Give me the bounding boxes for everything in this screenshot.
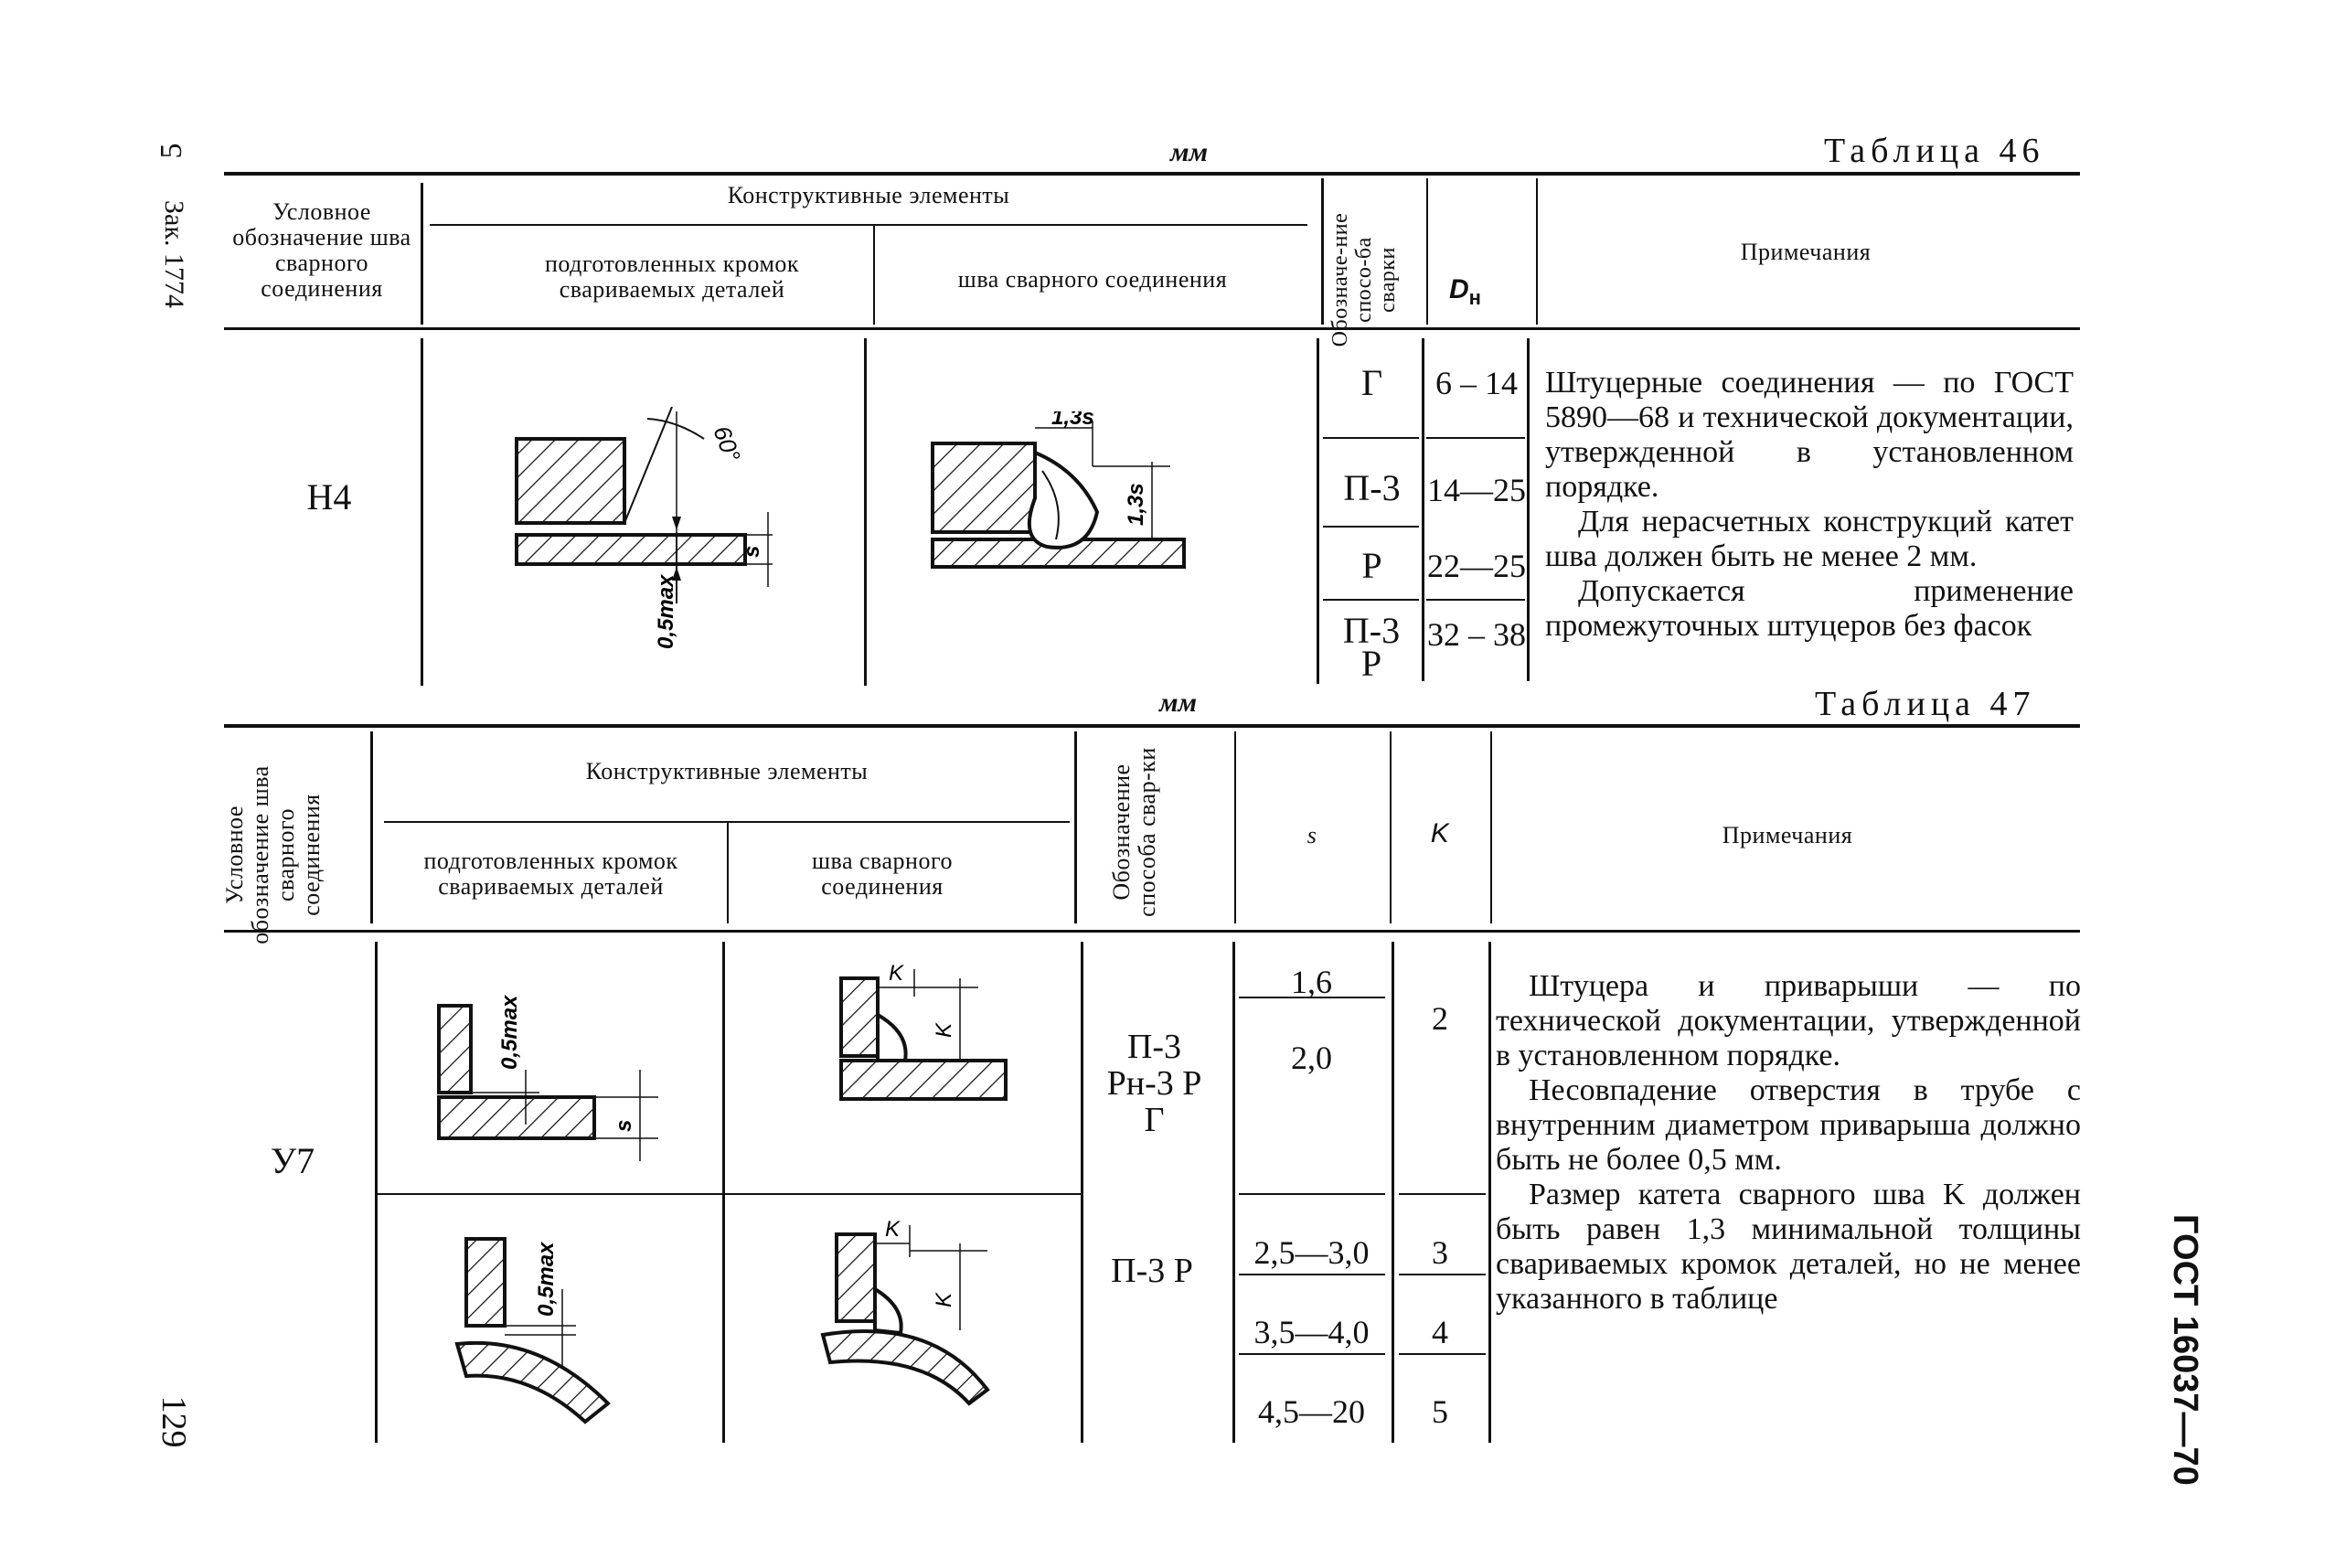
table47-header-prepared: подготовленных кромок свариваемых детале…: [423, 848, 678, 900]
angle-label: 60°: [708, 422, 746, 465]
table47-weld-curved-figure: K K: [820, 1217, 990, 1406]
table46-dn-4: 32 – 38: [1427, 616, 1526, 653]
table46-designation: Н4: [306, 476, 352, 517]
table46-header-dn: Dн: [1449, 274, 1481, 310]
standard-number: ГОСТ 16037—70: [2166, 1214, 2204, 1486]
table47-notes: Штуцера и приварыши — по технической док…: [1496, 969, 2081, 1317]
thickness-label: s: [612, 1120, 636, 1132]
table47-header-k: K: [1430, 818, 1450, 848]
table47-k-1: 2: [1432, 1000, 1448, 1037]
table47-k-3: 4: [1432, 1314, 1448, 1350]
table47-prepared-flat-figure: 0,5max s: [437, 994, 658, 1161]
table46-dn-2: 14—25: [1427, 472, 1526, 508]
table46-unit: мм: [1170, 137, 1209, 167]
table47-header-weld: шва сварного соединения: [812, 848, 953, 900]
table47-unit: мм: [1159, 688, 1198, 718]
table47-header-notes: Примечания: [1722, 822, 1853, 848]
table47-header-method: Обозначение способа свар-ки: [1108, 747, 1160, 917]
table47-s-5: 4,5—20: [1258, 1393, 1365, 1430]
leg-label-side: 1,3s: [1124, 483, 1148, 526]
table46-weld-figure: 1,3s 1,3s: [931, 411, 1186, 569]
table47-methods-bottom: П-3 Р: [1111, 1252, 1193, 1290]
dn-subscript: н: [1468, 286, 1481, 309]
table47-note-2: Несовпадение отверстия в трубе с внутрен…: [1496, 1073, 2081, 1177]
table47-weld-flat-figure: K K: [839, 961, 1008, 1101]
table47-header-s: s: [1306, 822, 1317, 848]
table46-method-4: П-3 Р: [1342, 610, 1401, 684]
leg-label-top: K: [885, 1217, 901, 1242]
table47-s-1: 1,6: [1291, 964, 1332, 1000]
margin-sheet-number: 5: [155, 143, 188, 159]
gap-label: 0,5max: [497, 994, 522, 1070]
table46-note-2: Для нерасчетных конструкций катет шва до…: [1545, 505, 2074, 573]
table46-note-3: Допускается применение промежуточных шту…: [1545, 574, 2074, 643]
leg-label-side: K: [932, 1022, 956, 1038]
gap-label: 0,5max: [654, 573, 678, 649]
table46-dn-3: 22—25: [1427, 548, 1526, 584]
table47-s-4: 3,5—4,0: [1253, 1314, 1370, 1350]
dn-symbol: D: [1449, 274, 1469, 304]
table46-method-2: П-3: [1343, 467, 1401, 508]
table46-method-1: Г: [1360, 362, 1383, 403]
table47-designation: У7: [270, 1140, 315, 1181]
table46-header-notes: Примечания: [1740, 239, 1872, 265]
thickness-label: s: [740, 546, 764, 558]
table46-header-weld: шва сварного соединения: [957, 266, 1228, 293]
margin-order-number: Зак. 1774: [159, 200, 189, 308]
table46-method-3: Р: [1361, 545, 1382, 586]
table47-s-3: 2,5—3,0: [1253, 1234, 1370, 1271]
table46-header-designation: Условное обозначение шва сварного соедин…: [232, 198, 411, 302]
leg-label-top: 1,3s: [1051, 411, 1094, 430]
gap-label: 0,5max: [534, 1241, 559, 1317]
leg-label-side: K: [932, 1292, 956, 1307]
table47-prepared-curved-figure: 0,5max: [454, 1237, 611, 1424]
table47-k-2: 3: [1432, 1234, 1448, 1271]
table47-header-elements: Конструктивные элементы: [585, 758, 869, 784]
page-number: 129: [155, 1395, 193, 1448]
table46-dn-1: 6 – 14: [1435, 365, 1518, 401]
table47-note-1: Штуцера и приварыши — по технической док…: [1496, 969, 2081, 1072]
table47-methods-top: П-3 Рн-3 Р Г: [1106, 1028, 1202, 1139]
table46-notes: Штуцерные соединения — по ГОСТ 5890—68 и…: [1545, 366, 2074, 644]
table46-caption: Таблица 46: [1824, 132, 2045, 170]
table46-note-1: Штуцерные соединения — по ГОСТ 5890—68 и…: [1545, 366, 2074, 504]
leg-label-top: K: [889, 961, 904, 986]
table46-header-elements: Конструктивные элементы: [727, 182, 1010, 208]
table46-header-method: Обозначе-ние спосо-ба сварки: [1328, 212, 1400, 347]
table47-s-2: 2,0: [1291, 1040, 1332, 1076]
table46-prepared-edges-figure: 60° 0,5max s: [515, 406, 773, 649]
table47-k-4: 5: [1432, 1393, 1448, 1430]
table46-header-prepared: подготовленных кромок свариваемых детале…: [544, 251, 800, 303]
table47-header-designation: Условное обозначение шва сварного соедин…: [221, 765, 325, 944]
table47-note-3: Размер катета сварного шва K должен быть…: [1496, 1178, 2081, 1316]
table47-caption: Таблица 47: [1815, 685, 2036, 723]
